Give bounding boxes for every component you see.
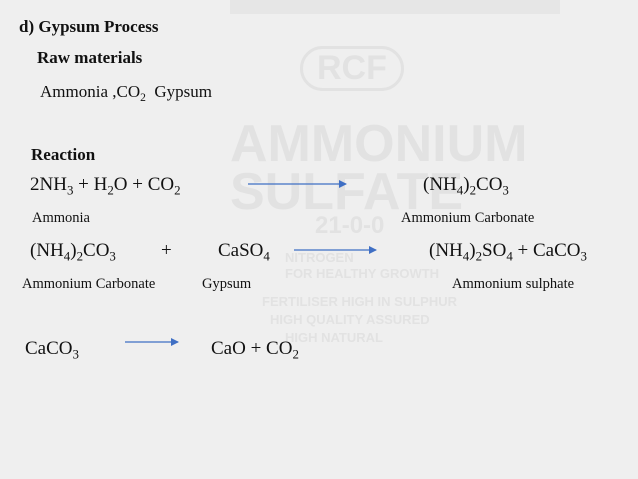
raw-materials-label: Raw materials [37,48,143,67]
eq2-products: (NH4)2SO4 + CaCO3 [429,240,587,264]
eq2-reactant-1-name: Ammonium Carbonate [22,276,156,292]
watermark-line-1: NITROGEN [285,250,354,265]
watermark-brand: RCF [300,46,404,91]
raw-materials-list: Ammonia ,CO2 Gypsum [40,82,213,105]
reaction-label: Reaction [31,145,96,164]
watermark-grade: 21-0-0 [315,212,385,239]
eq2-plus: + [161,240,172,261]
raw-material-ammonia-co2: Ammonia ,CO2 [40,82,146,105]
eq3-reactant: CaCO3 [25,338,79,362]
eq1-product: (NH4)2CO3 [423,174,509,198]
eq3-products: CaO + CO2 [211,338,299,362]
watermark-top-band [230,0,560,14]
eq2-reactant-1: (NH4)2CO3 [30,240,116,264]
eq2-reactant-2: CaSO4 [218,240,270,264]
watermark-line-5: HIGH NATURAL [285,330,383,345]
eq1-product-name: Ammonium Carbonate [401,210,535,226]
watermark-title-1: AMMONIUM [230,115,528,173]
watermark-line-2: FOR HEALTHY GROWTH [285,266,440,281]
eq2-reactant-2-name: Gypsum [202,276,252,292]
watermark-title-2: SULFATE [230,163,464,221]
watermark-line-3: FERTILISER HIGH IN SULPHUR [262,294,458,309]
watermark-line-4: HIGH QUALITY ASSURED [270,312,430,327]
eq2-product-name: Ammonium sulphate [452,276,575,292]
eq1-reactant-name: Ammonia [32,210,90,226]
raw-material-gypsum: Gypsum [154,82,213,101]
eq1-reactants: 2NH3 + H2O + CO2 [30,174,181,198]
section-heading: d) Gypsum Process [19,17,159,36]
